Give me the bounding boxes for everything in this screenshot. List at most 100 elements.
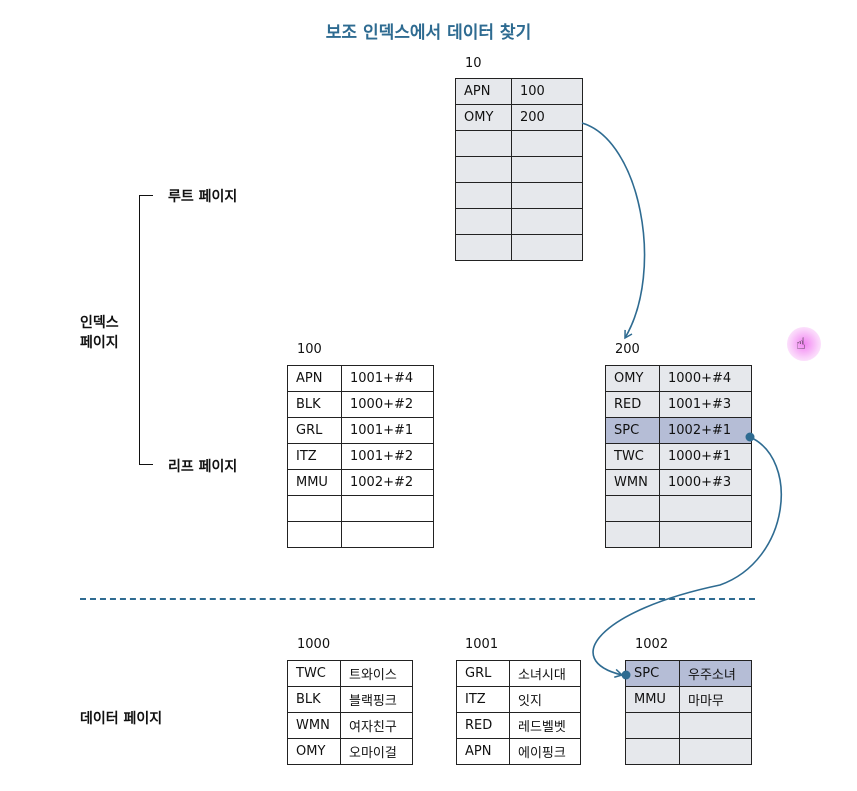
value-cell: 1000+#1 xyxy=(659,443,752,470)
key-cell: WMN xyxy=(287,712,341,739)
value-cell: 에이핑크 xyxy=(509,738,581,765)
key-cell: RED xyxy=(456,712,510,739)
leaf-page-200-number: 200 xyxy=(615,342,640,357)
root-to-leaf-arrow xyxy=(581,122,646,340)
key-cell: TWC xyxy=(605,443,660,470)
value-cell xyxy=(659,521,752,548)
key-cell: RED xyxy=(605,391,660,418)
value-cell xyxy=(679,738,752,765)
value-cell: 1000+#3 xyxy=(659,469,752,496)
data-page-1000-number: 1000 xyxy=(297,637,331,652)
key-cell: ITZ xyxy=(287,443,342,470)
key-cell: OMY xyxy=(287,738,341,765)
key-cell xyxy=(605,521,660,548)
value-cell: 1002+#1 xyxy=(659,417,752,444)
value-cell xyxy=(679,712,752,739)
value-cell xyxy=(511,234,583,261)
value-cell: 여자친구 xyxy=(340,712,413,739)
value-cell xyxy=(659,495,752,522)
value-cell xyxy=(511,156,583,183)
table-row xyxy=(625,712,752,739)
key-cell: OMY xyxy=(455,104,512,131)
key-cell: GRL xyxy=(287,417,342,444)
key-cell: WMN xyxy=(605,469,660,496)
key-cell xyxy=(455,182,512,209)
value-cell: 트와이스 xyxy=(340,660,413,687)
leaf-page-100-number: 100 xyxy=(297,342,322,357)
value-cell: 1001+#1 xyxy=(341,417,434,444)
cursor-highlight: ☝ xyxy=(787,327,821,361)
diagram-title: 보조 인덱스에서 데이터 찾기 xyxy=(325,23,532,43)
leaf-to-data-arrow xyxy=(592,436,782,678)
value-cell: 마마무 xyxy=(679,686,752,713)
key-cell: TWC xyxy=(287,660,341,687)
key-cell: BLK xyxy=(287,686,341,713)
table-row xyxy=(455,234,583,261)
key-cell xyxy=(455,208,512,235)
key-cell: APN xyxy=(456,738,510,765)
value-cell xyxy=(341,521,434,548)
hand-cursor-icon: ☝ xyxy=(796,334,806,353)
value-cell: 1001+#4 xyxy=(341,365,434,392)
value-cell xyxy=(511,182,583,209)
value-cell: 100 xyxy=(511,78,583,105)
value-cell: 레드벨벳 xyxy=(509,712,581,739)
root-page-number: 10 xyxy=(465,56,482,71)
value-cell: 우주소녀 xyxy=(679,660,752,687)
data-page-1002-number: 1002 xyxy=(635,637,669,652)
key-cell: SPC xyxy=(625,660,680,687)
index-data-divider xyxy=(80,598,755,600)
key-cell xyxy=(605,495,660,522)
table-row xyxy=(605,495,752,522)
table-row xyxy=(455,208,583,235)
value-cell: 1001+#3 xyxy=(659,391,752,418)
leaf-bracket-tick xyxy=(139,464,153,465)
key-cell: SPC xyxy=(605,417,660,444)
key-cell xyxy=(625,712,680,739)
table-row xyxy=(605,521,752,548)
table-row xyxy=(287,521,434,548)
key-cell xyxy=(625,738,680,765)
root-page-label: 루트 페이지 xyxy=(168,189,238,205)
value-cell: 1002+#2 xyxy=(341,469,434,496)
table-row xyxy=(455,156,583,183)
value-cell xyxy=(511,208,583,235)
key-cell: OMY xyxy=(605,365,660,392)
table-row xyxy=(625,738,752,765)
value-cell: 오마이걸 xyxy=(340,738,413,765)
leaf-page-label: 리프 페이지 xyxy=(168,459,238,475)
table-row xyxy=(455,182,583,209)
key-cell xyxy=(455,130,512,157)
root-bracket-tick xyxy=(139,195,153,196)
key-cell: APN xyxy=(287,365,342,392)
data-target-dot xyxy=(621,670,631,680)
data-page-1001-number: 1001 xyxy=(465,637,499,652)
index-bracket-line xyxy=(139,195,140,465)
value-cell: 200 xyxy=(511,104,583,131)
value-cell: 1000+#2 xyxy=(341,391,434,418)
key-cell: MMU xyxy=(287,469,342,496)
